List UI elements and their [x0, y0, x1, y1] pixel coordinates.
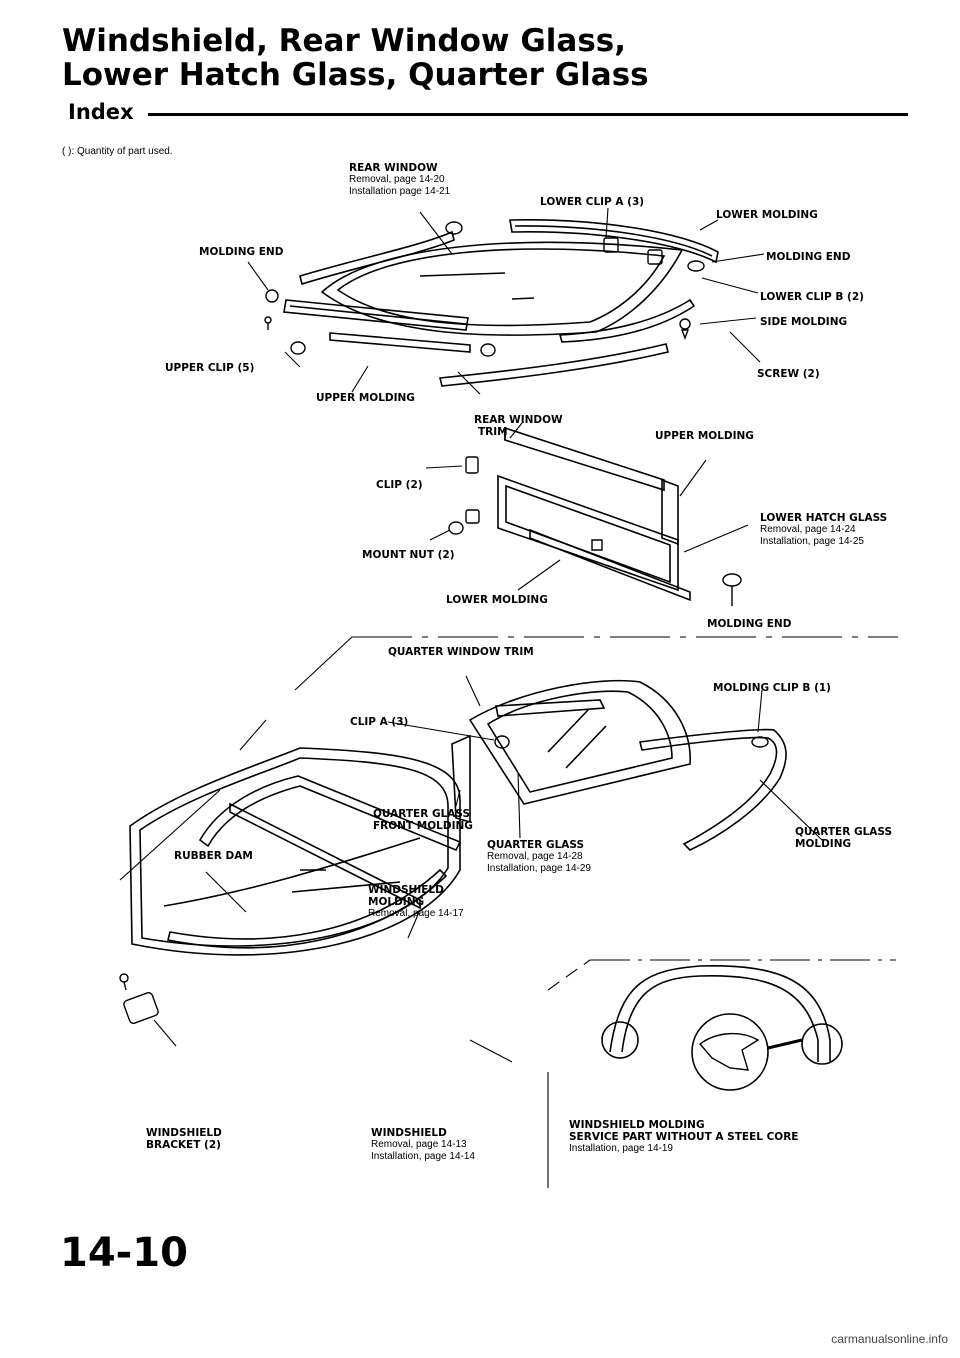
- label-quarter-window-trim: QUARTER WINDOW TRIM: [388, 646, 534, 658]
- label-quarter-glass-front-molding-2: FRONT MOLDING: [373, 820, 473, 832]
- label-molding-clip-b: MOLDING CLIP B (1): [713, 682, 831, 694]
- quarter-glass: [470, 681, 690, 804]
- label-windshield-molding-removal: Removal, page 14-17: [368, 908, 464, 919]
- label-mount-nut: MOUNT NUT (2): [362, 549, 455, 561]
- label-quarter-glass-molding-1: QUARTER GLASS: [795, 826, 893, 838]
- rear-window-lower-molding: [510, 220, 718, 262]
- label-service-part-install: Installation, page 14-19: [569, 1143, 673, 1154]
- label-service-part-2: SERVICE PART WITHOUT A STEEL CORE: [569, 1131, 799, 1143]
- label-quarter-glass-install: Installation, page 14-29: [487, 863, 591, 874]
- label-rear-window-trim-1: REAR WINDOW: [474, 414, 563, 426]
- divider-diagonal-3: [120, 790, 220, 880]
- rear-window-upper-molding-strip: [284, 232, 668, 386]
- label-screw: SCREW (2): [757, 368, 820, 380]
- label-windshield-install: Installation, page 14-14: [371, 1151, 475, 1162]
- quarter-glass-molding: [640, 730, 786, 850]
- label-service-part-1: WINDSHIELD MOLDING: [569, 1119, 705, 1131]
- windshield-molding: [168, 776, 460, 948]
- label-upper-molding-right: UPPER MOLDING: [655, 430, 754, 442]
- rear-window-side-molding: [560, 300, 694, 342]
- label-lower-clip-b: LOWER CLIP B (2): [760, 291, 864, 303]
- label-side-molding: SIDE MOLDING: [760, 316, 848, 328]
- page-title-line-1: Windshield, Rear Window Glass,: [62, 23, 627, 59]
- quantity-note: ( ): Quantity of part used.: [62, 146, 173, 157]
- index-rule: [148, 113, 908, 116]
- windshield-leader-lines: [154, 872, 512, 1062]
- divider-diagonal-2: [240, 720, 266, 750]
- label-quarter-glass-front-molding-1: QUARTER GLASS: [373, 808, 471, 820]
- label-clip-a: CLIP A (3): [350, 716, 409, 728]
- label-quarter-glass: QUARTER GLASS: [487, 839, 585, 851]
- label-rear-window-trim-2: TRIM: [478, 426, 508, 438]
- site-footer: carmanualsonline.info: [831, 1332, 948, 1346]
- label-quarter-glass-molding-2: MOLDING: [795, 838, 852, 850]
- label-lower-molding-top: LOWER MOLDING: [716, 209, 818, 221]
- label-rear-window: REAR WINDOW: [349, 162, 438, 174]
- index-heading: Index: [68, 100, 134, 124]
- label-quarter-glass-removal: Removal, page 14-28: [487, 851, 583, 862]
- windshield-bracket: [120, 974, 159, 1024]
- label-windshield: WINDSHIELD: [371, 1127, 447, 1139]
- label-lower-hatch-removal: Removal, page 14-24: [760, 524, 856, 535]
- rear-window-trim: [505, 428, 664, 490]
- label-lower-clip-a: LOWER CLIP A (3): [540, 196, 645, 208]
- label-lower-hatch-install: Installation, page 14-25: [760, 536, 864, 547]
- rear-window-clips: [265, 222, 704, 356]
- lower-hatch-leader-lines: [426, 423, 748, 590]
- lower-hatch-lower-molding: [530, 530, 690, 600]
- quarter-glass-clips: [495, 736, 768, 748]
- label-rubber-dam: RUBBER DAM: [174, 850, 253, 862]
- windshield-glass: [130, 748, 460, 955]
- label-molding-end-right: MOLDING END: [766, 251, 851, 263]
- lower-hatch-glass: [498, 476, 678, 590]
- label-lower-molding-mid: LOWER MOLDING: [446, 594, 548, 606]
- label-windshield-removal: Removal, page 14-13: [371, 1139, 467, 1150]
- label-molding-end-left: MOLDING END: [199, 246, 284, 258]
- label-windshield-molding-2: MOLDING: [368, 896, 425, 908]
- label-lower-hatch-glass: LOWER HATCH GLASS: [760, 512, 888, 524]
- label-clip-2: CLIP (2): [376, 479, 423, 491]
- label-windshield-bracket-2: BRACKET (2): [146, 1139, 221, 1151]
- quarter-window-trim: [496, 700, 604, 716]
- label-molding-end-mid: MOLDING END: [707, 618, 792, 630]
- rear-window-leader-lines: [248, 208, 764, 394]
- lower-hatch-upper-molding: [662, 480, 678, 544]
- label-windshield-bracket-1: WINDSHIELD: [146, 1127, 222, 1139]
- divider-diagonal-1: [295, 637, 352, 690]
- page-number: 14-10: [60, 1230, 188, 1276]
- service-part-inset: [548, 960, 896, 1188]
- label-rear-window-removal: Removal, page 14-20: [349, 174, 445, 185]
- page-title-line-2: Lower Hatch Glass, Quarter Glass: [62, 57, 649, 93]
- label-upper-molding-left: UPPER MOLDING: [316, 392, 415, 404]
- label-windshield-molding-1: WINDSHIELD: [368, 884, 444, 896]
- label-upper-clip: UPPER CLIP (5): [165, 362, 255, 374]
- lower-hatch-clips: [449, 457, 741, 606]
- label-rear-window-install: Installation page 14-21: [349, 186, 451, 197]
- quarter-glass-front-molding: [452, 736, 470, 822]
- windshield-rubber-dam: [230, 804, 420, 908]
